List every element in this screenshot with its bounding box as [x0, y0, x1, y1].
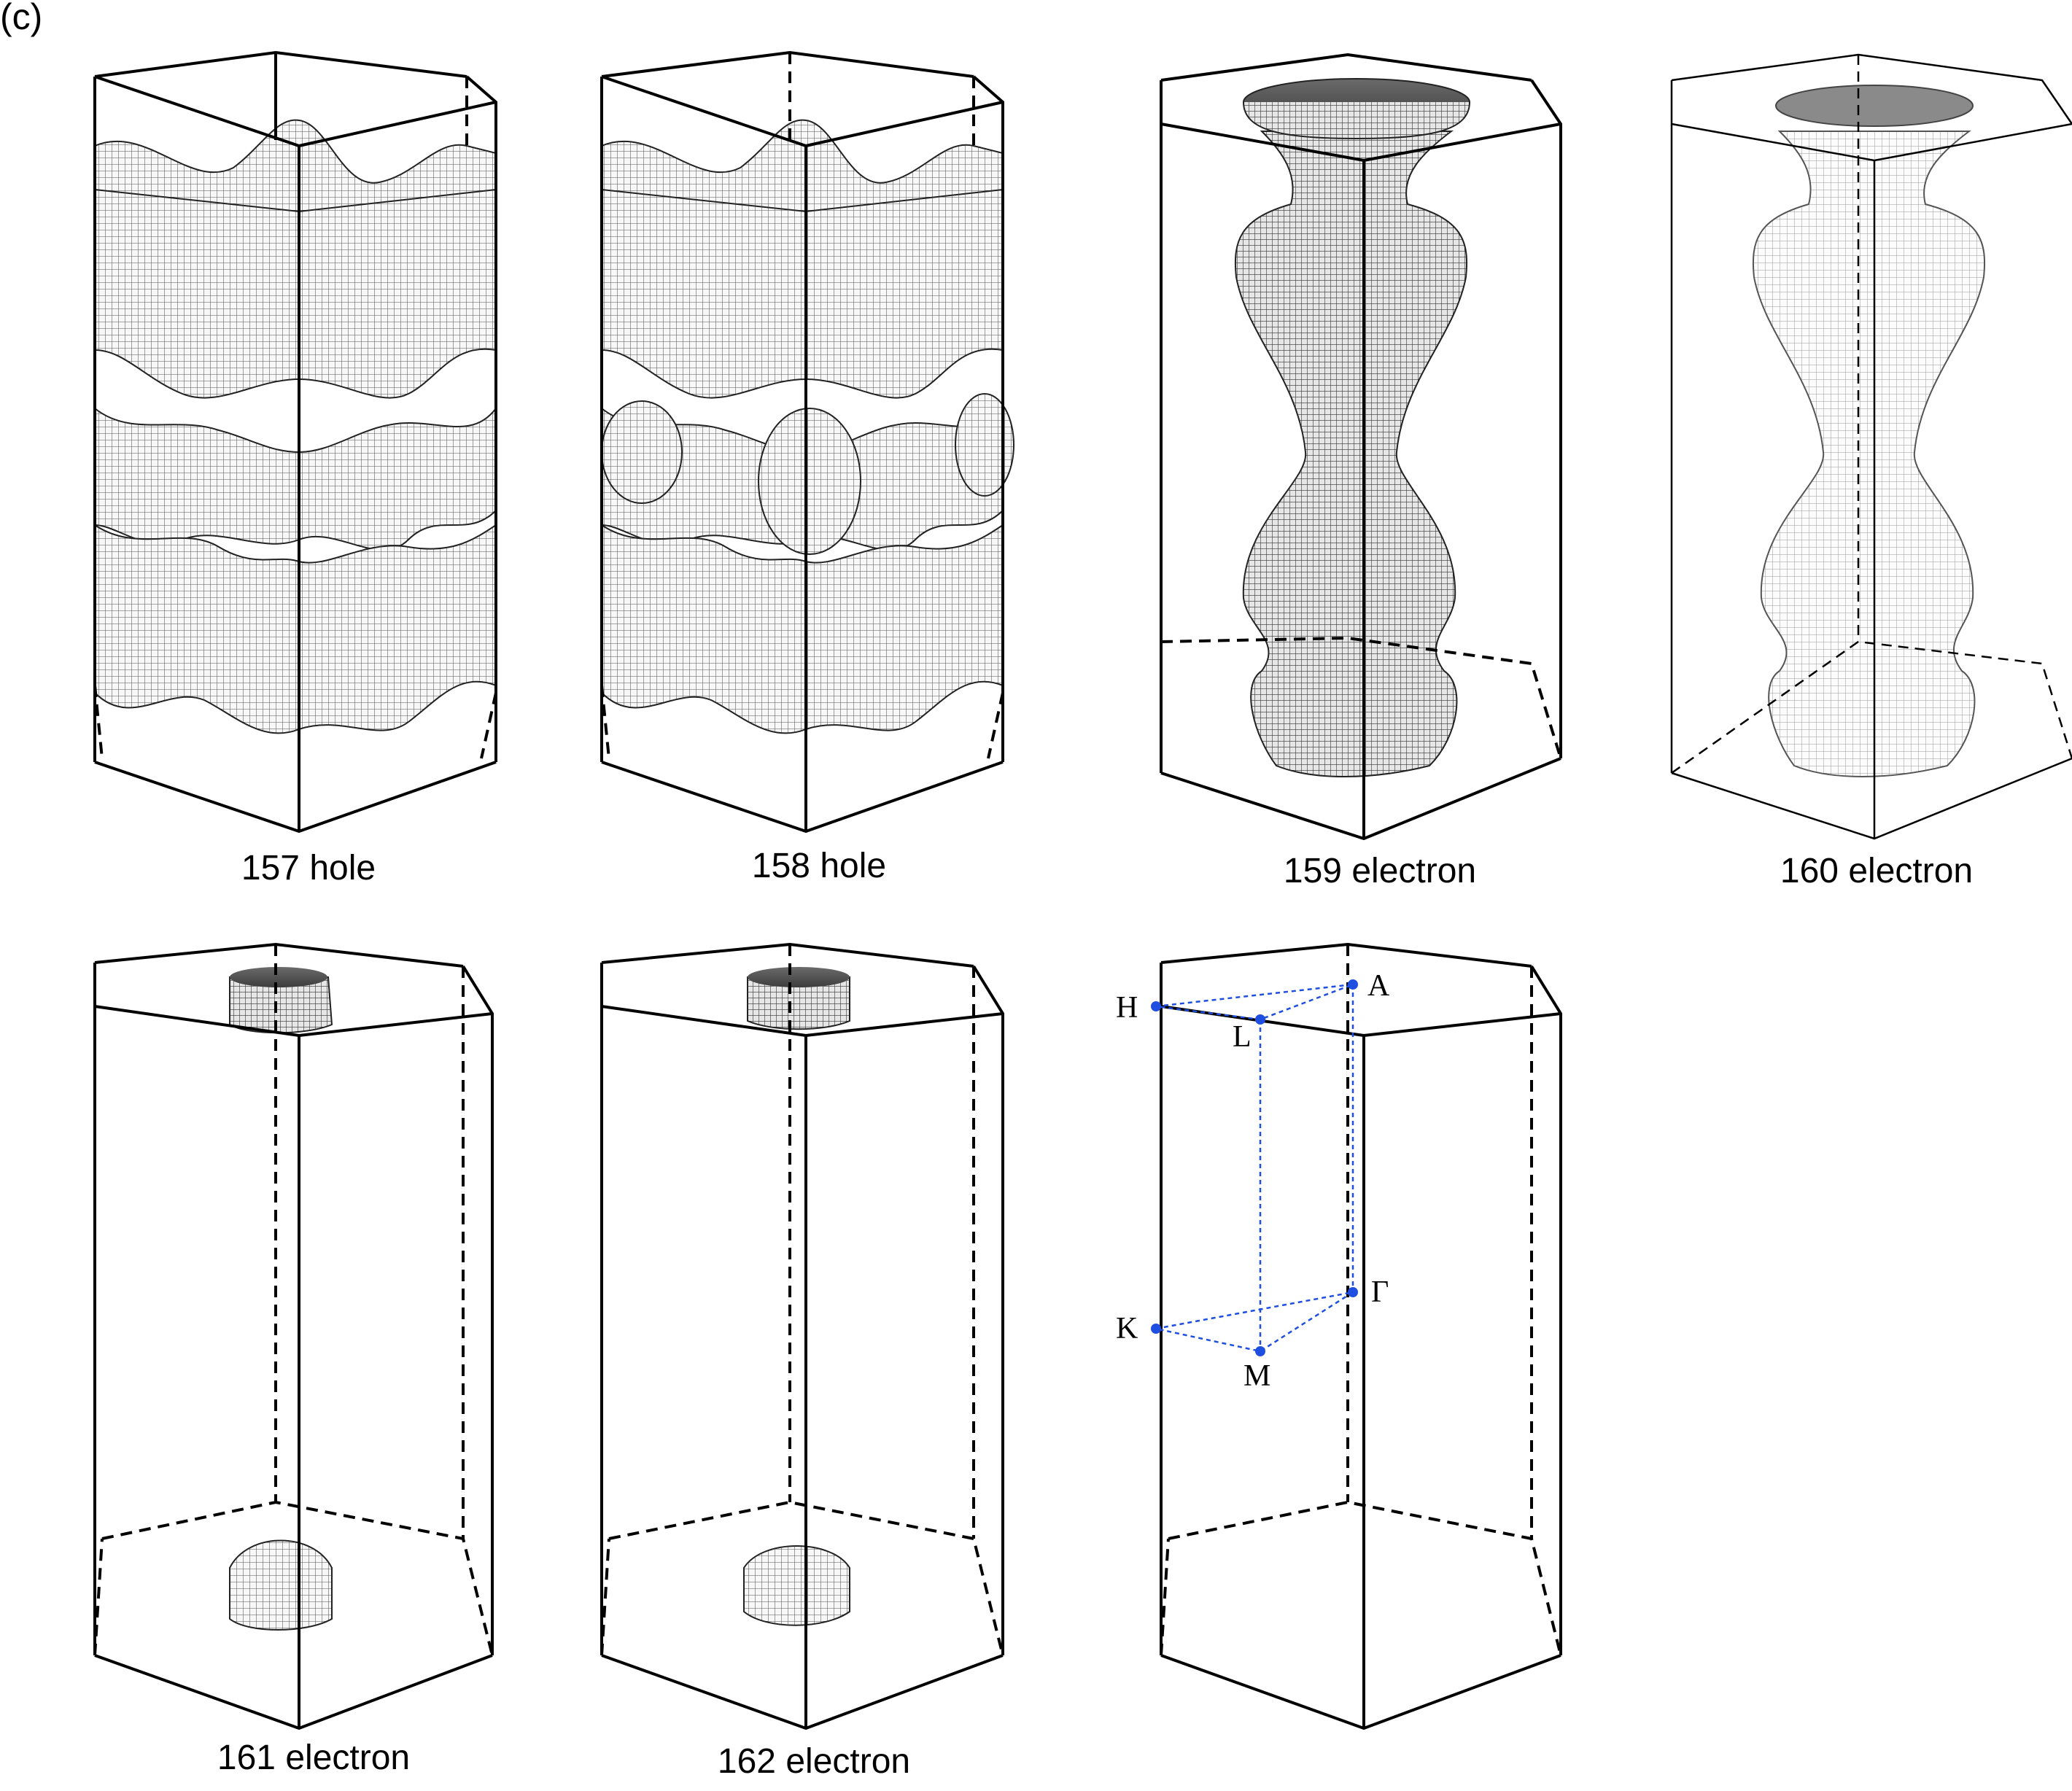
fermi-pocket-162-top	[747, 976, 850, 1030]
kpoint-A-label: A	[1367, 969, 1390, 1003]
fermi-cap-160-top	[1775, 85, 1974, 127]
bz-160	[1670, 53, 2072, 840]
kpoint-K-dot	[1151, 1324, 1161, 1334]
bz-158	[600, 50, 1014, 834]
fermi-surface-158-lower	[601, 524, 1004, 734]
kpoint-L-label: L	[1233, 1020, 1252, 1054]
fermi-cap-159-rim	[1243, 101, 1470, 140]
caption-158: 158 hole	[751, 847, 887, 885]
bz-161	[93, 942, 494, 1730]
caption-157: 157 hole	[241, 849, 376, 887]
kpath-lines	[1155, 983, 1354, 1353]
fermi-pocket-162-bottom	[743, 1545, 850, 1626]
kpoint-L-dot	[1255, 1014, 1265, 1025]
fermi-cap-161-top	[230, 967, 327, 987]
fermi-surface-157-lower	[94, 524, 497, 734]
caption-161: 161 electron	[217, 1738, 411, 1777]
bz-162	[600, 942, 1004, 1730]
kpoint-K-label: K	[1116, 1312, 1138, 1345]
kpoint-H-label: H	[1116, 991, 1138, 1025]
bz-kpath: H A L Γ K M	[1116, 942, 1562, 1730]
fermi-cap-162-top	[748, 967, 850, 987]
caption-159: 159 electron	[1283, 852, 1477, 890]
panel-label: (c)	[0, 0, 43, 37]
caption-160: 160 electron	[1780, 852, 1974, 890]
kpoint-Gamma-dot	[1348, 1287, 1358, 1297]
caption-162: 162 electron	[717, 1742, 911, 1781]
fermi-pocket-158-right	[955, 393, 1014, 497]
fermi-pocket-158-left	[601, 400, 683, 504]
kpoint-M-dot	[1255, 1346, 1265, 1356]
bz-159	[1160, 53, 1562, 841]
kpoint-M-label: M	[1243, 1359, 1270, 1393]
fermi-surface-157-middle	[94, 406, 497, 551]
bz-157	[93, 50, 497, 834]
kpoint-H-dot	[1151, 1001, 1161, 1011]
kpoint-Gamma-label: Γ	[1371, 1275, 1389, 1309]
kpoint-A-dot	[1348, 979, 1358, 990]
fermi-surface-159-body	[1234, 131, 1468, 777]
fermi-pocket-161-bottom	[229, 1539, 333, 1631]
fermi-surface-160-body	[1752, 131, 1986, 777]
fermi-surface-158-band	[601, 188, 1004, 399]
fermi-pocket-158-center	[758, 408, 861, 555]
fermi-surface-157-band	[94, 188, 497, 399]
